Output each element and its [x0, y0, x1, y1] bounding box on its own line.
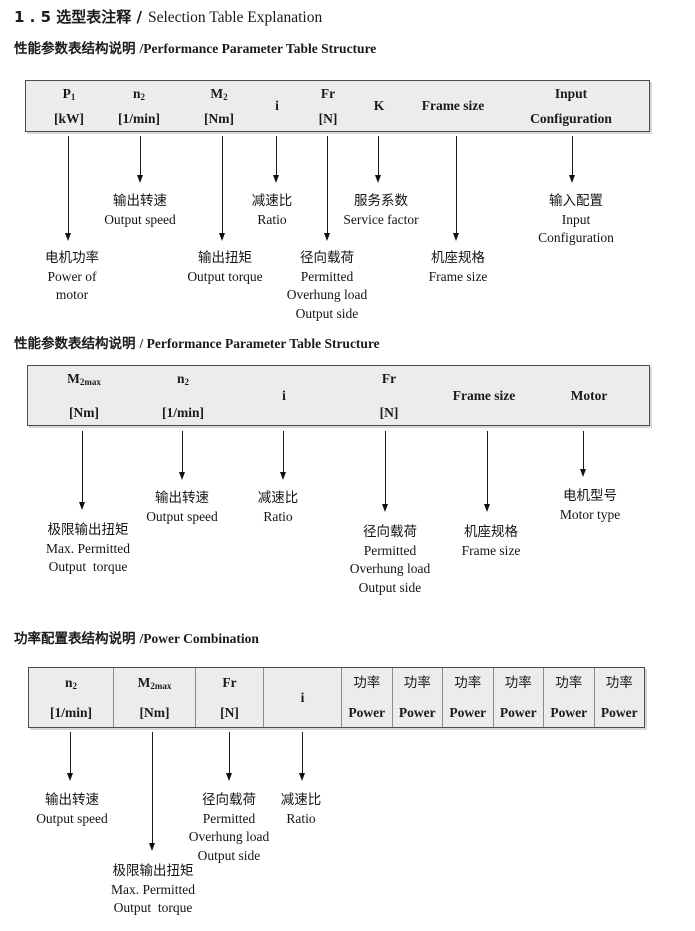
section3-heading-en: /Power Combination — [139, 631, 259, 646]
col-header-n2: n2[1/min] — [29, 668, 114, 727]
page-title: 1 . 5 选型表注释 / Selection Table Explanation — [14, 6, 322, 27]
section2-heading-en: / Performance Parameter Table Structure — [139, 336, 380, 351]
arrow-n2 — [66, 732, 73, 781]
arrow-fr — [225, 732, 232, 781]
section1-heading-en: /Performance Parameter Table Structure — [139, 41, 377, 56]
col-header-n2: n2[1/min] — [118, 86, 160, 126]
arrow-i — [279, 431, 286, 480]
section2-heading-zh: 性能参数表结构说明 — [14, 336, 136, 352]
arrow-i — [272, 136, 279, 183]
col-header-m2max: M2max[Nm] — [114, 668, 196, 727]
arrow-m2 — [218, 136, 225, 241]
col-header-k: K — [373, 98, 385, 113]
col-header-frame-size: Frame size — [452, 387, 516, 403]
col-header-m2max: M2max[Nm] — [67, 371, 101, 420]
arrow-motor — [579, 431, 586, 477]
col-header-fr: Fr[N] — [196, 668, 264, 727]
arrow-m2max — [148, 732, 155, 851]
section3-heading: 功率配置表结构说明/Power Combination — [14, 627, 259, 647]
col-header-fr: Fr[N] — [318, 86, 338, 126]
arrow-input-configuration — [568, 136, 575, 183]
col-header-i: i — [282, 387, 286, 403]
arrow-fr — [381, 431, 388, 512]
arrow-n2 — [178, 431, 185, 480]
section3-heading-zh: 功率配置表结构说明 — [14, 631, 136, 647]
arrow-fr — [323, 136, 330, 241]
section1-heading-zh: 性能参数表结构说明 — [14, 41, 136, 57]
col-header-m2: M2[Nm] — [204, 86, 234, 126]
col-header-frame-size: Frame size — [421, 98, 485, 113]
col-header-i: i — [264, 668, 342, 727]
arrow-frame-size — [483, 431, 490, 512]
col-header-motor: Motor — [570, 387, 608, 403]
arrow-n2 — [136, 136, 143, 183]
section2-heading: 性能参数表结构说明/ Performance Parameter Table S… — [14, 332, 380, 352]
col-header-p1: P1[kW] — [54, 86, 84, 126]
arrow-frame-size — [452, 136, 459, 241]
page-title-zh: 1 . 5 选型表注释 / — [14, 8, 142, 26]
col-header-fr: Fr[N] — [379, 371, 399, 420]
arrow-k — [374, 136, 381, 183]
arrow-i — [298, 732, 305, 781]
section1-heading: 性能参数表结构说明/Performance Parameter Table St… — [14, 37, 376, 57]
col-header-i: i — [275, 98, 279, 113]
section2-header-table: M2max[Nm] n2[1/min] i Fr[N] Frame size M… — [27, 365, 650, 426]
arrow-m2max — [78, 431, 85, 510]
page-title-en: Selection Table Explanation — [147, 9, 323, 26]
col-header-n2: n2[1/min] — [162, 371, 204, 420]
section1-header-table: P1[kW] n2[1/min] M2[Nm] i Fr[N] K Frame … — [25, 80, 650, 132]
arrow-p1 — [64, 136, 71, 241]
